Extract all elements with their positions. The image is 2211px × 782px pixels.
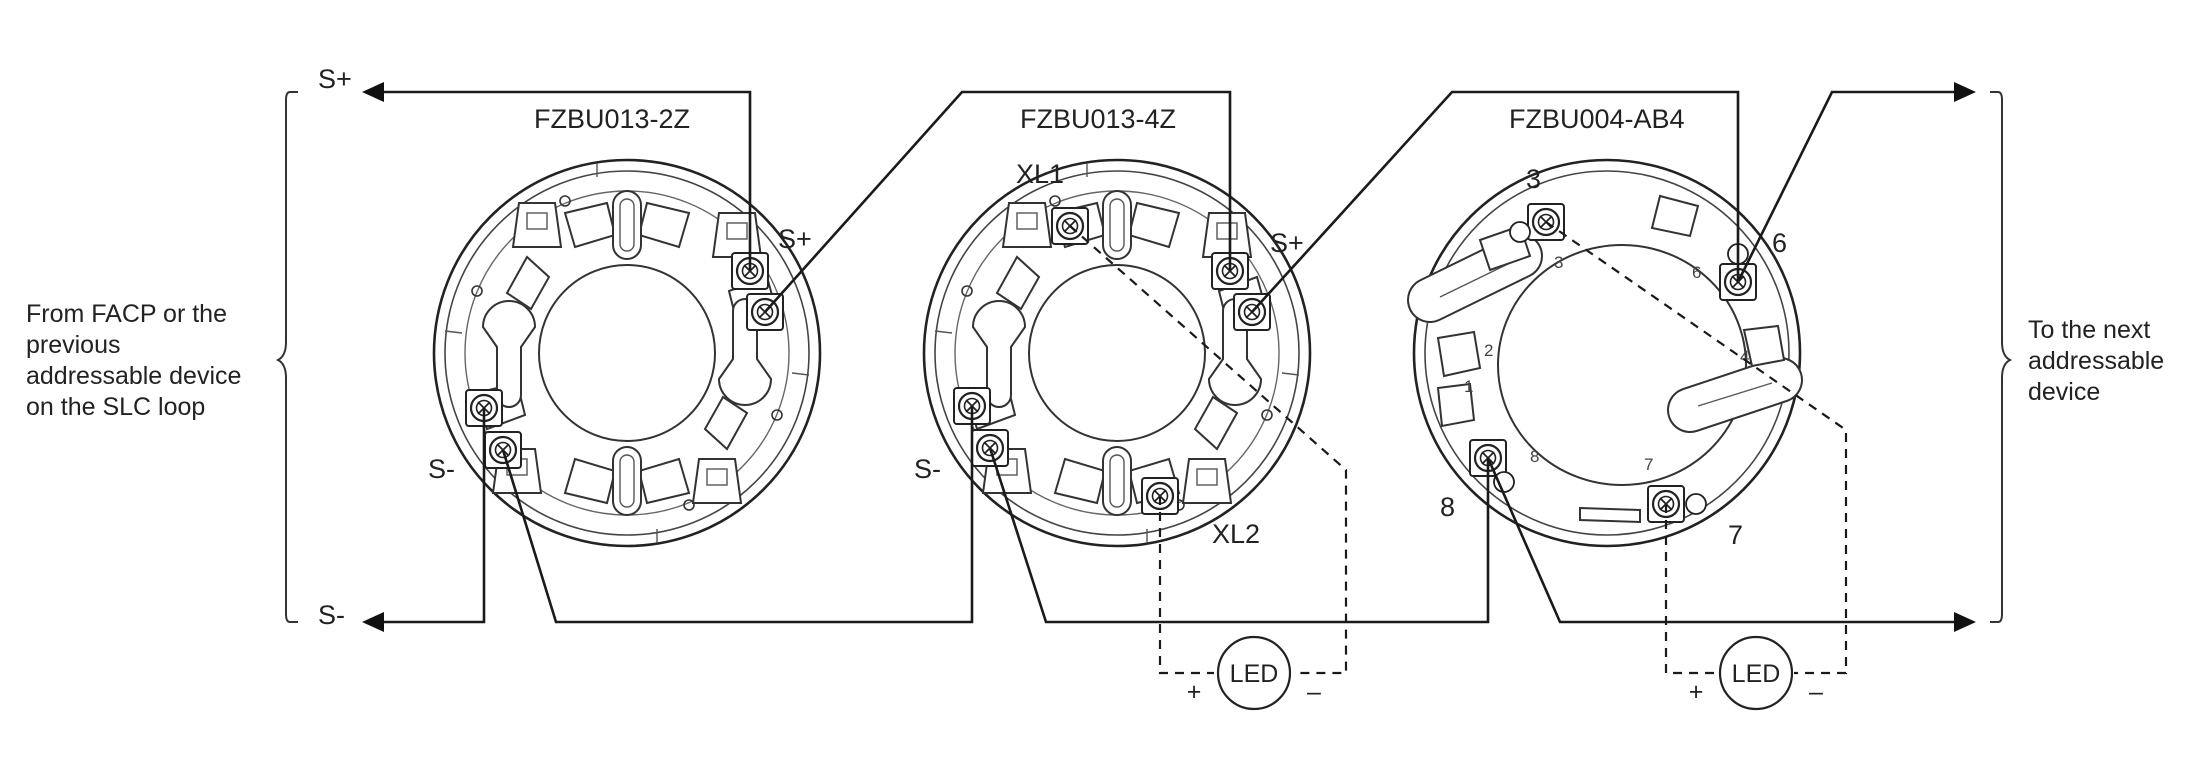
right-caption-line-3: device [2028,378,2100,406]
base-fzbu004-ab4: 3 6 4 2 1 8 7 [1407,158,1803,548]
base-2-xl1: XL1 [1016,159,1064,189]
base-3-model: FZBU004-AB4 [1509,104,1685,134]
incoming-s-minus-label: S- [318,600,345,630]
left-caption-line-4: on the SLC loop [26,393,205,421]
led-1-plus: + [1187,678,1202,706]
right-caption-line-1: To the next [2028,316,2150,344]
base-3-mark-4: 4 [1740,347,1749,366]
led-1-minus: – [1307,678,1321,706]
slc-positive-wiring [382,90,1960,313]
led-2-label: LED [1732,660,1781,688]
slc-negative-wiring [382,406,1960,624]
base-fzbu013-4z [924,160,1310,546]
left-caption: From FACP or the previous addressable de… [26,300,248,421]
base-2-s-plus: S+ [1270,228,1304,258]
led-1-label: LED [1230,660,1279,688]
base-3-terminal-8: 8 [1440,492,1455,522]
base-1-s-plus: S+ [778,224,812,254]
base-1-s-minus: S- [428,454,455,484]
led-1-wiring [1069,225,1348,675]
left-caption-line-1: From FACP or the [26,300,227,328]
right-caption: To the next addressable device [2028,316,2171,406]
led-2-wiring [1545,221,1848,675]
led-2-plus: + [1689,678,1704,706]
arrowheads [362,82,1976,632]
led-2-minus: – [1809,678,1823,706]
base-3-mark-6: 6 [1692,263,1701,282]
left-caption-line-3: addressable device [26,362,241,390]
base-3-mark-2: 2 [1484,341,1493,360]
base-fzbu013-2z [434,160,820,546]
base-3-mark-3: 3 [1554,253,1563,272]
base-3-terminal-7: 7 [1728,520,1743,550]
right-caption-line-2: addressable [2028,347,2164,375]
base-3-terminal-3: 3 [1526,164,1541,194]
right-brace [1990,91,2013,623]
base-3-terminal-6: 6 [1772,228,1787,258]
base-2-xl2: XL2 [1212,519,1260,549]
base-3-mark-8: 8 [1530,447,1539,466]
base-2-model: FZBU013-4Z [1020,104,1176,134]
base-3-mark-7: 7 [1644,455,1653,474]
left-caption-line-2: previous [26,331,121,359]
left-brace [275,91,298,623]
base-2-s-minus: S- [914,454,941,484]
led-1: LED + – [1187,635,1321,711]
base-3-mark-1: 1 [1464,377,1473,396]
led-2: LED + – [1689,635,1823,711]
base-1-model: FZBU013-2Z [534,104,690,134]
incoming-s-plus-label: S+ [318,64,352,94]
